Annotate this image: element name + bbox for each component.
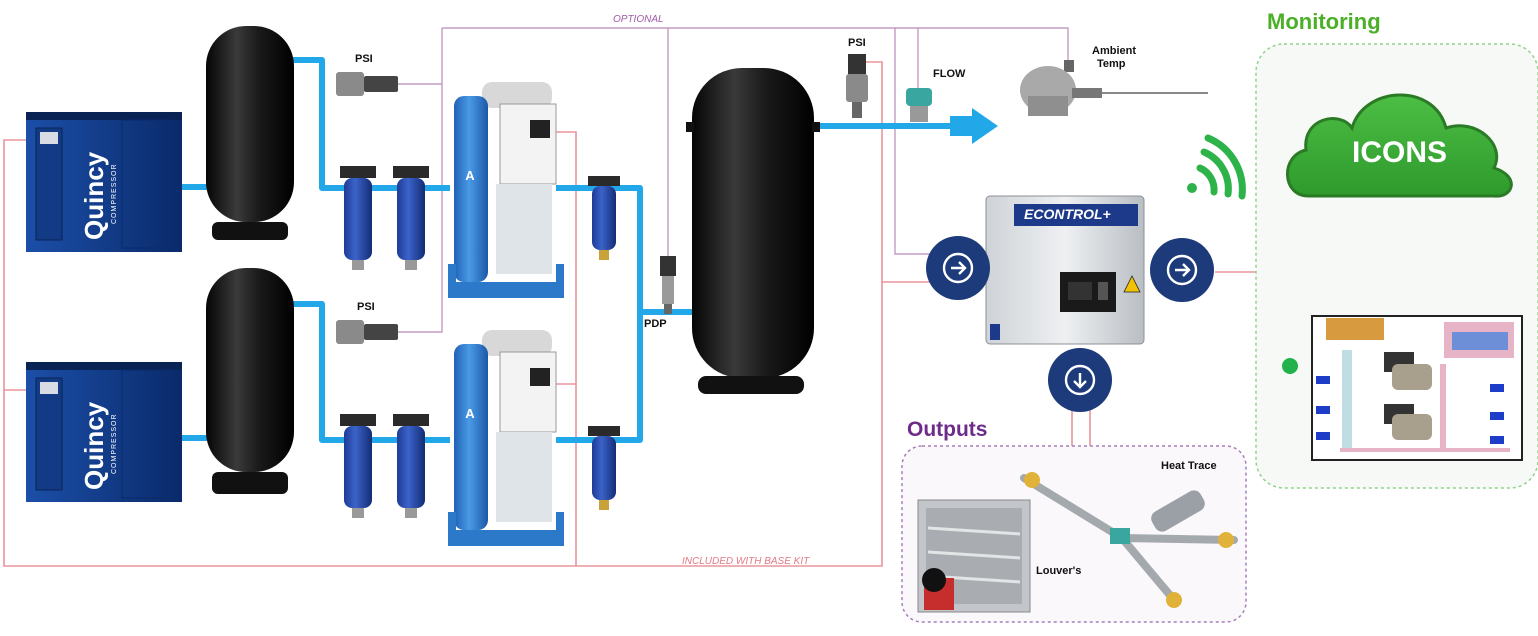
compressor-sub-top: COMPRESSOR bbox=[111, 163, 118, 224]
louvers-label: Louver's bbox=[1036, 565, 1082, 577]
pdp-sensor bbox=[660, 256, 676, 314]
louver-image bbox=[917, 499, 1031, 613]
heat-trace-label: Heat Trace bbox=[1161, 460, 1217, 472]
right-arrow-circle-icon-output bbox=[1150, 238, 1214, 302]
down-arrow-circle-icon bbox=[1048, 348, 1112, 412]
included-with-base-kit-label: INCLUDED WITH BASE KIT bbox=[682, 556, 810, 567]
econtrol-box bbox=[985, 195, 1145, 345]
psi-label-tank: PSI bbox=[848, 37, 866, 49]
compressor-sub-bottom: COMPRESSOR bbox=[111, 413, 118, 474]
flow-label: FLOW bbox=[933, 68, 966, 80]
flow-arrow-icon bbox=[950, 108, 998, 144]
wifi-icon bbox=[1187, 134, 1246, 200]
psi-sensor-bottom bbox=[336, 320, 398, 344]
compressor-bottom bbox=[26, 362, 182, 502]
pdp-label: PDP bbox=[644, 318, 667, 330]
psi-label-bottom: PSI bbox=[357, 301, 375, 313]
heat-trace-image bbox=[1020, 472, 1238, 608]
air-pipes bbox=[180, 57, 960, 443]
monitoring-heading: Monitoring bbox=[1267, 9, 1381, 34]
cloud-label: ICONS bbox=[1352, 136, 1448, 169]
outputs-heading: Outputs bbox=[907, 418, 988, 441]
ambient-temp-label-line1: Ambient bbox=[1092, 45, 1136, 57]
connection-dot bbox=[1282, 358, 1298, 374]
cloud-icon bbox=[1286, 93, 1513, 198]
dryer-letter-bottom: A bbox=[465, 406, 475, 421]
filters bbox=[340, 166, 620, 518]
econtrol-logo: ECONTROL+ bbox=[1024, 206, 1111, 222]
main-receiver-tank bbox=[686, 68, 820, 394]
dryer-bottom bbox=[448, 330, 564, 546]
receiver-tank-top bbox=[206, 26, 294, 240]
psi-sensor-top bbox=[336, 72, 398, 96]
psi-label-top: PSI bbox=[355, 53, 373, 65]
flow-sensor bbox=[906, 88, 932, 122]
receiver-tank-bottom bbox=[206, 268, 294, 494]
ambient-temp-probe bbox=[1020, 60, 1208, 116]
dashboard-screenshot bbox=[1311, 315, 1523, 461]
optional-signal-lines bbox=[398, 27, 1069, 333]
ambient-temp-label-line2: Temp bbox=[1097, 58, 1126, 70]
dryer-letter-top: A bbox=[465, 168, 475, 183]
dryer-top bbox=[448, 82, 564, 298]
compressor-top bbox=[26, 112, 182, 252]
right-arrow-circle-icon-input bbox=[926, 236, 990, 300]
compressor-brand-top: Quincy bbox=[79, 151, 109, 240]
optional-label: OPTIONAL bbox=[613, 14, 664, 25]
compressor-brand-bottom: Quincy bbox=[79, 401, 109, 490]
psi-sensor-tank bbox=[846, 54, 868, 118]
warning-icon bbox=[1123, 275, 1141, 293]
